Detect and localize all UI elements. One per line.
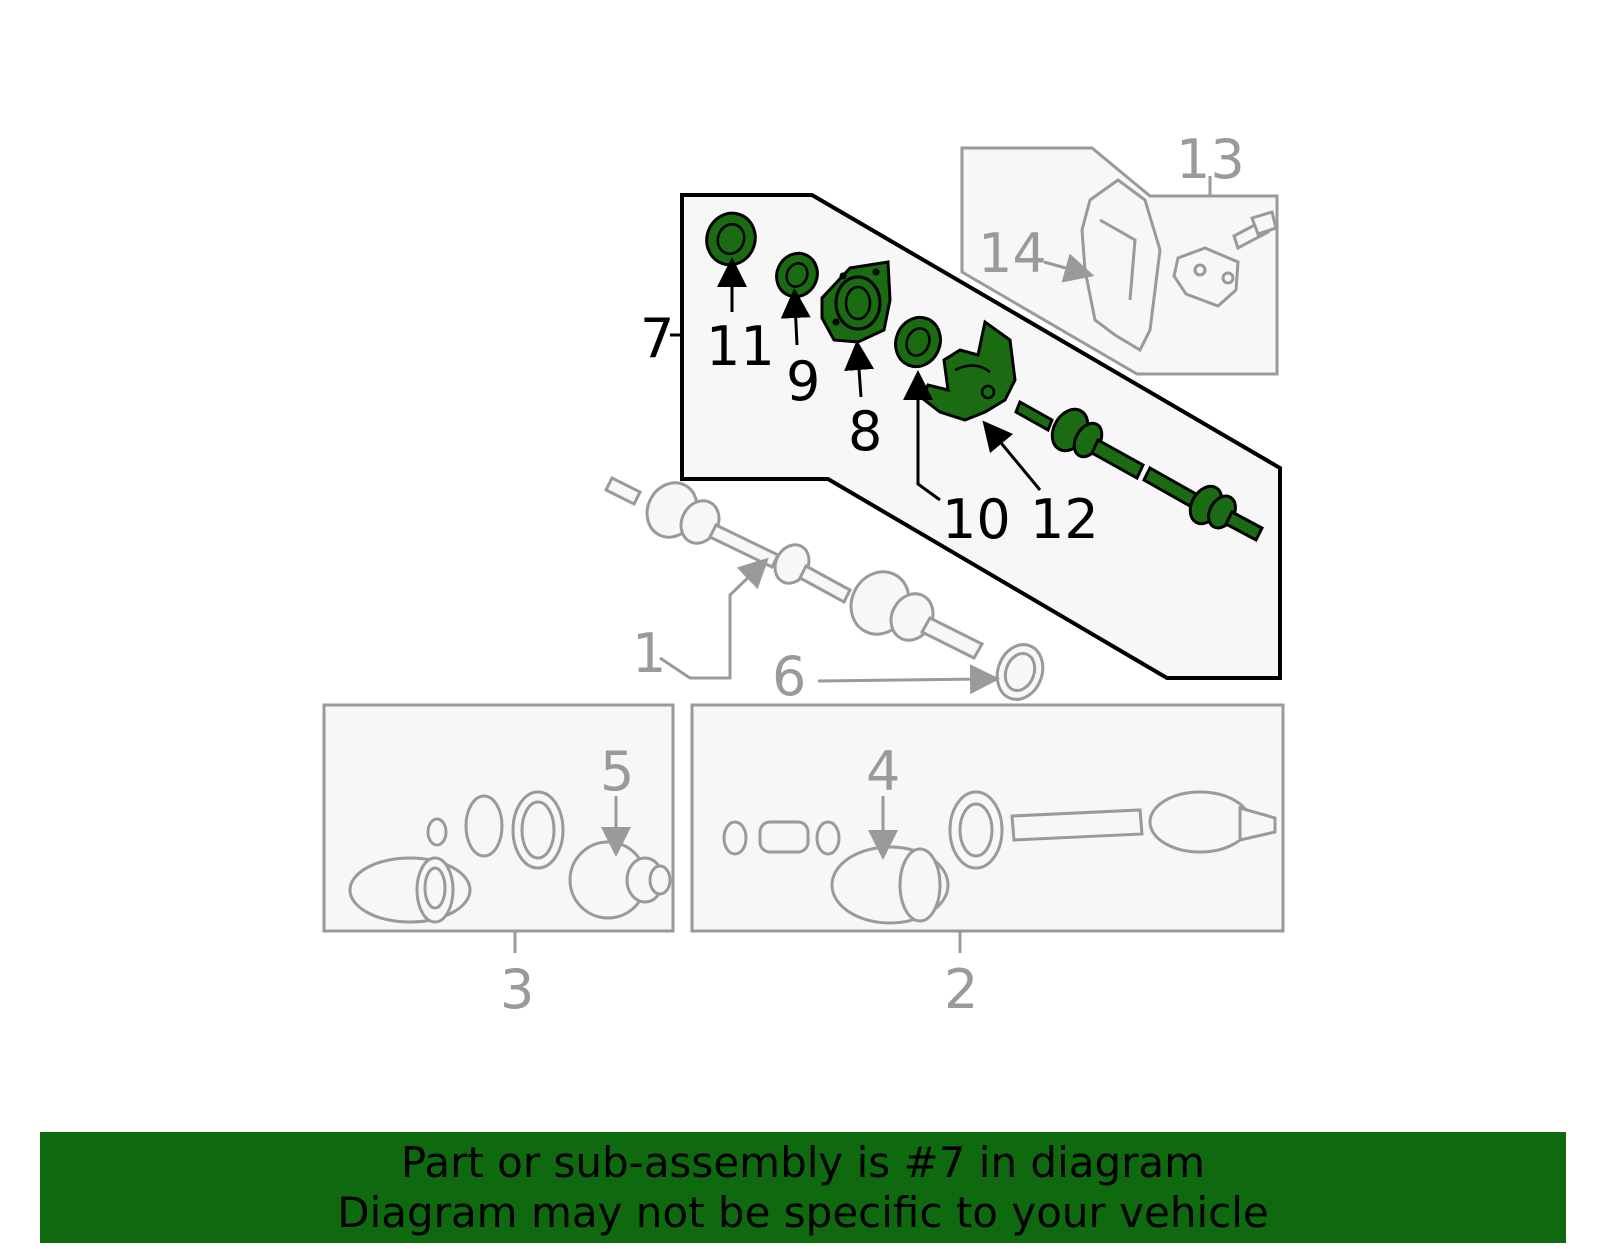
callout-12: 12 <box>1030 488 1099 551</box>
muted-leaders <box>513 176 1212 953</box>
callout-5: 5 <box>600 740 634 803</box>
part-10-seal <box>894 315 942 369</box>
banner-line-1: Part or sub-assembly is #7 in diagram <box>400 1137 1206 1187</box>
part-1-axle <box>603 475 643 507</box>
callout-13: 13 <box>1176 128 1245 191</box>
part-13-mount <box>1172 246 1240 308</box>
active-leaders <box>670 257 1042 502</box>
callout-4: 4 <box>866 740 900 803</box>
callout-8: 8 <box>848 400 882 463</box>
callout-6: 6 <box>772 645 806 708</box>
callout-7: 7 <box>640 307 674 370</box>
banner-line-2: Diagram may not be specific to your vehi… <box>337 1187 1269 1237</box>
info-banner: Part or sub-assembly is #7 in diagram Di… <box>40 1132 1566 1243</box>
callout-10: 10 <box>942 488 1011 551</box>
callout-1: 1 <box>632 622 666 685</box>
muted-parts <box>348 178 1278 925</box>
callout-9: 9 <box>786 350 820 413</box>
callout-2: 2 <box>944 958 978 1021</box>
callout-11: 11 <box>706 315 775 378</box>
callout-3: 3 <box>500 958 534 1021</box>
callout-14: 14 <box>978 222 1047 285</box>
axle-shaft <box>1014 399 1054 433</box>
